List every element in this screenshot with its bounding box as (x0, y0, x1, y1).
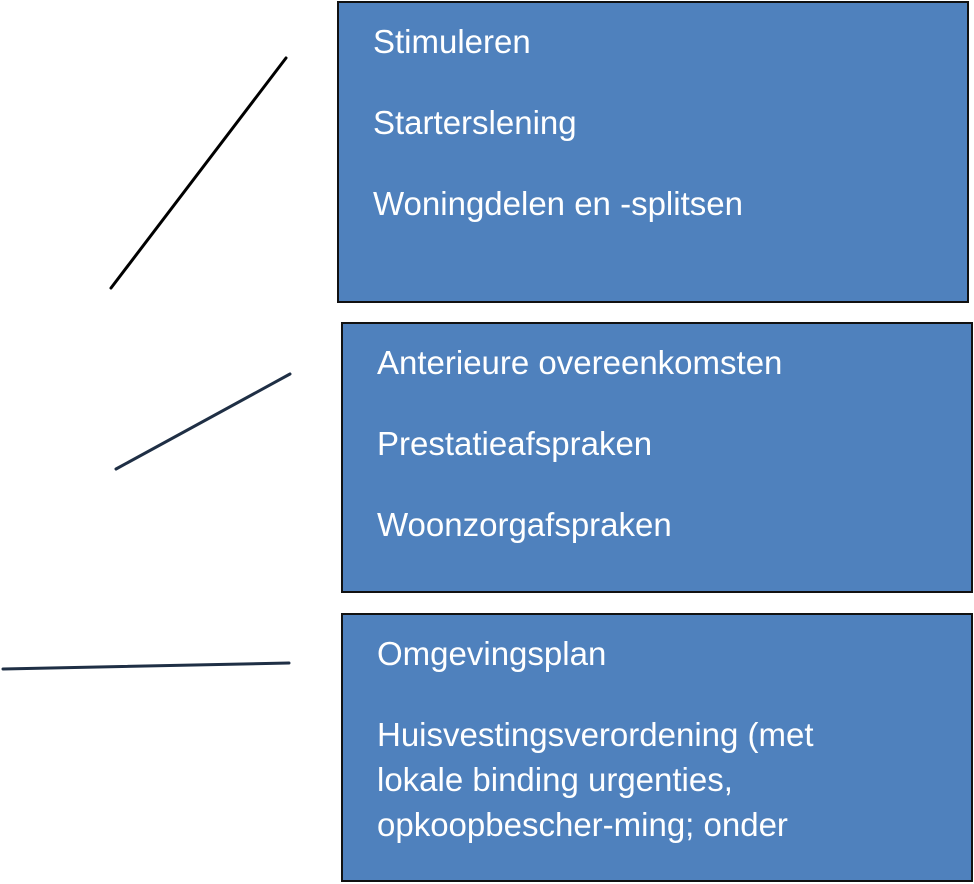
box-1-line-1: Stimuleren (373, 23, 531, 60)
box-1-line-2: Starterslening (373, 104, 577, 141)
box-1-line-3: Woningdelen en -splitsen (373, 185, 743, 222)
connector-line-2 (114, 372, 292, 471)
box-2-line-1: Anterieure overeenkomsten (377, 344, 783, 381)
box-afspraken: Anterieure overeenkomsten Prestatieafspr… (341, 322, 973, 593)
connector-line-1 (109, 56, 288, 290)
box-2-line-3: Woonzorgafspraken (377, 506, 672, 543)
box-regelgeving: Omgevingsplan Huisvestingsverordening (m… (341, 613, 973, 882)
box-3-line-4: opkoopbescher-ming; onder (377, 806, 788, 843)
box-3-line-1: Omgevingsplan (377, 635, 607, 672)
box-2-line-2: Prestatieafspraken (377, 425, 653, 462)
box-stimuleren: Stimuleren Starterslening Woningdelen en… (337, 1, 969, 303)
box-3-line-3: lokale binding urgenties, (377, 761, 733, 798)
box-3-line-2: Huisvestingsverordening (met (377, 716, 814, 753)
connector-line-3 (1, 661, 291, 671)
